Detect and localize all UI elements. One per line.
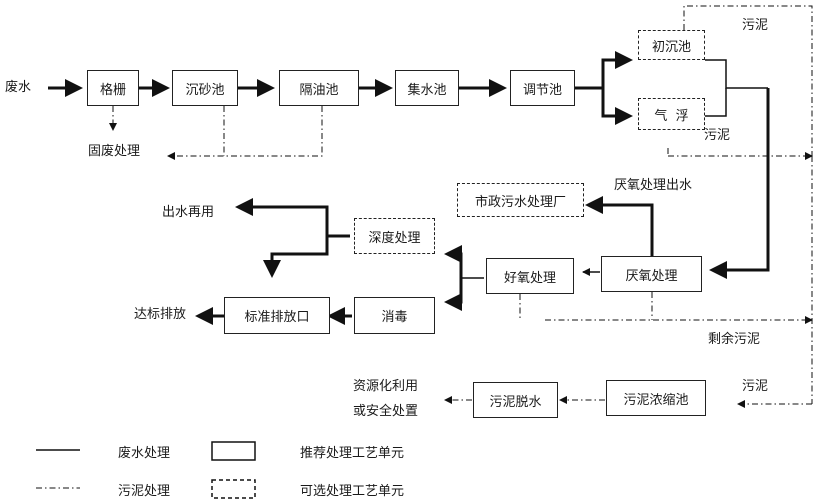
discharge-label: 达标排放 bbox=[134, 307, 187, 322]
advanced-treatment-unit: 深度处理 bbox=[354, 218, 435, 254]
equalization-tank-label: 调节池 bbox=[522, 82, 562, 98]
flotation-label: 气 浮 bbox=[654, 108, 689, 124]
legend-graphics bbox=[36, 441, 256, 499]
legend-dashed-box bbox=[211, 479, 256, 499]
anaerobic-label: 厌氧处理 bbox=[625, 268, 678, 284]
grit-chamber-unit: 沉砂池 bbox=[172, 70, 238, 106]
flotation-unit: 气 浮 bbox=[638, 98, 705, 130]
legend-recommended-text: 推荐处理工艺单元 bbox=[300, 446, 405, 461]
arrow-to-advanced bbox=[444, 245, 463, 278]
wastewater-inlet-label: 废水 bbox=[5, 80, 32, 95]
municipal-plant-label: 市政污水处理厂 bbox=[474, 194, 566, 210]
municipal-plant-unit: 市政污水处理厂 bbox=[457, 183, 584, 217]
equalization-tank-unit: 调节池 bbox=[510, 70, 575, 106]
sludge-dewatering-label: 污泥脱水 bbox=[489, 394, 542, 410]
legend-optional-text: 可选处理工艺单元 bbox=[300, 484, 405, 499]
safe-disposal-label: 或安全处置 bbox=[353, 404, 419, 419]
wastewater-flow-lines bbox=[48, 51, 770, 325]
line-primary-join bbox=[705, 59, 768, 89]
primary-clarifier-unit: 初沉池 bbox=[638, 30, 705, 60]
sludge-dewatering-unit: 污泥脱水 bbox=[473, 382, 558, 418]
solid-waste-label: 固废处理 bbox=[88, 144, 141, 159]
grille-unit: 格栅 bbox=[87, 70, 139, 106]
arrow-to-anaerobic bbox=[709, 88, 770, 279]
oil-separator-unit: 隔油池 bbox=[279, 70, 359, 106]
legend-solid-box bbox=[211, 441, 256, 461]
primary-clarifier-label: 初沉池 bbox=[651, 39, 691, 55]
legend-wastewater-text: 废水处理 bbox=[118, 446, 171, 461]
arrow-to-disinfect bbox=[444, 278, 463, 311]
anaerobic-unit: 厌氧处理 bbox=[601, 256, 702, 292]
arrow-to-flotation bbox=[601, 88, 633, 125]
collection-tank-unit: 集水池 bbox=[395, 70, 459, 106]
water-reuse-label: 出水再用 bbox=[162, 205, 215, 220]
sludge-thickener-unit: 污泥浓缩池 bbox=[606, 380, 706, 416]
line-flotation-join bbox=[705, 88, 727, 117]
wastewater-thin-lines bbox=[461, 59, 768, 279]
aerobic-unit: 好氧处理 bbox=[486, 258, 574, 294]
sludge-mid-label: 污泥 bbox=[704, 128, 731, 143]
grit-chamber-label: 沉砂池 bbox=[185, 82, 225, 98]
arrow-to-reuse bbox=[235, 198, 350, 238]
resource-reuse-label: 资源化利用 bbox=[353, 379, 419, 394]
oil-separator-label: 隔油池 bbox=[299, 82, 339, 98]
disinfection-unit: 消毒 bbox=[354, 297, 435, 334]
arrow-to-municipal bbox=[585, 196, 654, 256]
advanced-treatment-label: 深度处理 bbox=[368, 230, 421, 246]
standard-outlet-label: 标准排放口 bbox=[244, 310, 310, 325]
sludge-grit-oil-to-solid bbox=[167, 106, 323, 160]
disinfection-label: 消毒 bbox=[381, 310, 408, 325]
standard-outlet-unit: 标准排放口 bbox=[224, 297, 330, 334]
sludge-top-label: 污泥 bbox=[742, 18, 769, 33]
anaerobic-effluent-label: 厌氧处理出水 bbox=[614, 178, 693, 193]
aerobic-label: 好氧处理 bbox=[503, 270, 556, 286]
collection-tank-label: 集水池 bbox=[407, 82, 447, 98]
arrow-to-primary bbox=[601, 51, 633, 88]
excess-sludge-label: 剩余污泥 bbox=[708, 332, 761, 347]
legend-sludge-text: 污泥处理 bbox=[118, 484, 171, 499]
sludge-bottom-label: 污泥 bbox=[742, 379, 769, 394]
grille-label: 格栅 bbox=[99, 82, 126, 98]
sludge-flow-lines bbox=[109, 5, 813, 408]
sludge-thickener-label: 污泥浓缩池 bbox=[623, 392, 689, 408]
arrow-advanced-down bbox=[263, 236, 329, 278]
